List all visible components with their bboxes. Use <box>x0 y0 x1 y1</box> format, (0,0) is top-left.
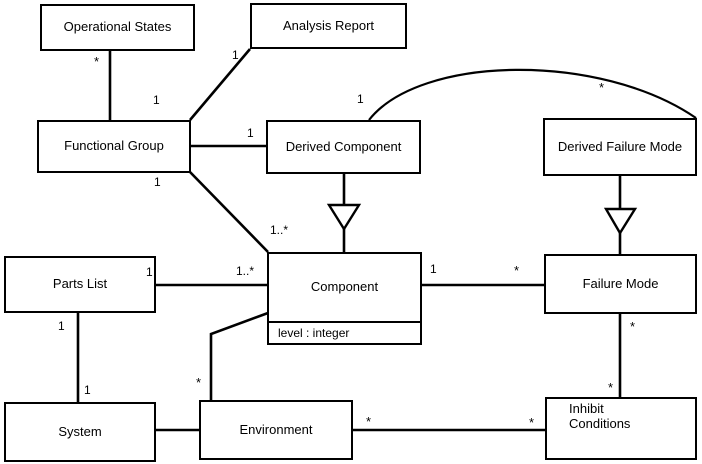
multiplicity-label-m-inhibit-top: * <box>608 380 614 395</box>
multiplicity-label-m-parts-list-right: 1 <box>146 265 153 279</box>
multiplicity-label-m-failure-mode-left: * <box>514 263 520 278</box>
generalization-triangle-component <box>326 203 362 232</box>
class-box-derived-component[interactable]: Derived Component <box>266 120 421 174</box>
edge-functional-group-component <box>189 171 269 253</box>
class-name-component: Component <box>310 279 379 295</box>
class-name-derived-failure-mode: Derived Failure Mode <box>557 138 683 154</box>
class-name-operational-states: Operational States <box>63 19 172 35</box>
multiplicity-label-m-functional-group-bottom: 1 <box>154 175 161 189</box>
class-box-derived-failure-mode[interactable]: Derived Failure Mode <box>543 118 697 176</box>
class-box-environment[interactable]: Environment <box>199 400 353 460</box>
class-attribute-component-0: level : integer <box>269 321 420 343</box>
class-box-parts-list[interactable]: Parts List <box>4 256 156 313</box>
class-name-failure-mode: Failure Mode <box>582 275 659 291</box>
multiplicity-label-m-inhibit-left: * <box>529 415 535 430</box>
multiplicity-label-m-component-left: 1..* <box>236 264 255 278</box>
multiplicity-label-m-curve-left: 1 <box>357 92 364 106</box>
class-box-functional-group[interactable]: Functional Group <box>37 120 191 173</box>
multiplicity-label-m-environment-right: * <box>366 414 372 429</box>
edge-analysis-report-functional-group <box>189 48 251 121</box>
multiplicity-label-m-analysis-report-end: 1 <box>232 48 239 62</box>
multiplicity-label-m-component-right: 1 <box>430 262 437 276</box>
generalization-triangle-failure-mode <box>603 207 638 236</box>
class-name-analysis-report: Analysis Report <box>282 17 375 33</box>
multiplicity-label-m-functional-group-top: 1 <box>153 93 160 107</box>
class-name-derived-component: Derived Component <box>285 138 402 154</box>
class-box-analysis-report[interactable]: Analysis Report <box>250 3 407 49</box>
multiplicity-label-m-environment-top: * <box>196 375 202 390</box>
multiplicity-label-m-system-top: 1 <box>84 383 91 397</box>
multiplicity-label-m-derived-component-left: 1 <box>247 126 254 140</box>
multiplicity-label-m-component-upper-left: 1..* <box>270 223 289 237</box>
class-box-component[interactable]: Component level : integer <box>267 252 422 345</box>
class-box-operational-states[interactable]: Operational States <box>40 4 195 51</box>
multiplicity-label-m-operational-states-end: * <box>94 54 100 69</box>
multiplicity-label-m-curve-right: * <box>599 80 605 95</box>
class-name-functional-group: Functional Group <box>64 138 164 154</box>
multiplicity-label-m-parts-list-bottom: 1 <box>58 319 65 333</box>
edge-component-environment <box>209 311 269 400</box>
class-name-parts-list: Parts List <box>52 276 108 292</box>
class-box-system[interactable]: System <box>4 402 156 462</box>
class-box-failure-mode[interactable]: Failure Mode <box>544 254 697 314</box>
edge-derived-component-derived-failure-mode <box>368 68 697 121</box>
class-name-environment: Environment <box>239 421 313 437</box>
multiplicity-label-m-failure-mode-bottom: * <box>630 319 636 334</box>
class-name-system: System <box>58 423 102 439</box>
